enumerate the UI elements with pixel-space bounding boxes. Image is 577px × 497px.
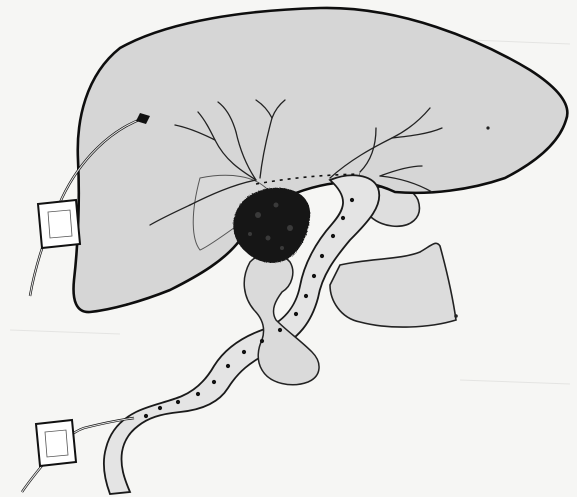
skin-pad-lower <box>36 420 76 466</box>
skin-pad-upper <box>38 200 80 248</box>
stomach-shape <box>330 243 456 327</box>
